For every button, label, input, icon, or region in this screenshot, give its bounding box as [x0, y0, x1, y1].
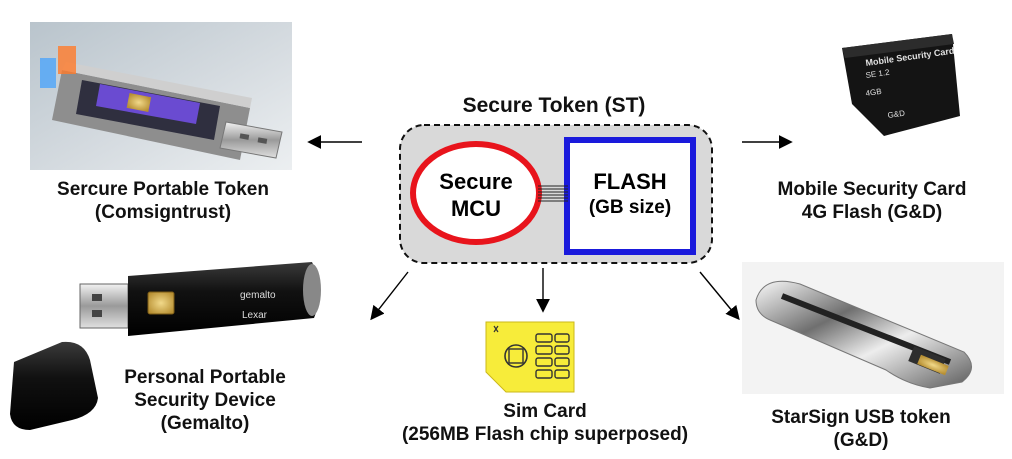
mobile-card-caption-line-1: Mobile Security Card — [777, 179, 967, 200]
secure-mcu-line-1: Secure — [439, 169, 513, 194]
starsign-token-image — [742, 262, 1004, 394]
flash-line-1: FLASH — [593, 169, 667, 194]
secure-mcu-label: Secure MCU — [418, 168, 534, 222]
secure-mcu-line-2: MCU — [450, 196, 502, 221]
personal-device-caption-line-3: (Gemalto) — [160, 413, 250, 434]
personal-device-caption: Personal Portable Security Device (Gemal… — [102, 366, 308, 435]
mobile-card-caption: Mobile Security Card 4G Flash (G&D) — [752, 178, 992, 224]
mobile-card-caption-line-2: 4G Flash (G&D) — [801, 202, 943, 223]
starsign-caption-line-2: (G&D) — [833, 430, 889, 451]
card-print-version: SE 1.2 — [865, 68, 891, 80]
personal-device-caption-line-2: Security Device — [134, 390, 276, 411]
sim-card-image — [485, 321, 575, 393]
flash-line-2: (GB size) — [588, 197, 672, 218]
sim-card-caption-line-1: Sim Card — [503, 401, 587, 422]
card-print-capacity: 4GB — [865, 87, 882, 98]
bus-lines — [538, 185, 568, 202]
arrow-to-personal-device — [370, 271, 409, 321]
flash-label: FLASH (GB size) — [570, 168, 690, 220]
personal-device-caption-line-1: Personal Portable — [124, 367, 286, 388]
usb-print-brand: gemalto — [240, 290, 276, 301]
sim-card-caption-line-2: (256MB Flash chip superposed) — [401, 424, 689, 445]
arrow-to-starsign — [699, 271, 740, 321]
secure-token-box — [399, 124, 713, 264]
starsign-caption: StarSign USB token (G&D) — [748, 406, 974, 452]
portable-token-caption-line-1: Sercure Portable Token — [57, 179, 269, 200]
flash-box — [564, 137, 696, 255]
secure-token-title: Secure Token (ST) — [462, 94, 646, 117]
portable-token-caption-line-2: (Comsigntrust) — [94, 202, 232, 223]
portable-token-image — [30, 22, 292, 170]
card-print-maker: G&D — [887, 109, 906, 120]
mobile-card-image: Mobile Security Card SE 1.2 4GB G&D — [842, 34, 960, 136]
usb-stick-image: gemalto Lexar — [10, 262, 321, 430]
sim-card-caption: Sim Card (256MB Flash chip superposed) — [380, 400, 710, 446]
portable-token-caption: Sercure Portable Token (Comsigntrust) — [18, 178, 308, 224]
starsign-caption-line-1: StarSign USB token — [771, 407, 951, 428]
usb-print-maker: Lexar — [242, 310, 268, 321]
secure-mcu-ring — [410, 141, 542, 245]
